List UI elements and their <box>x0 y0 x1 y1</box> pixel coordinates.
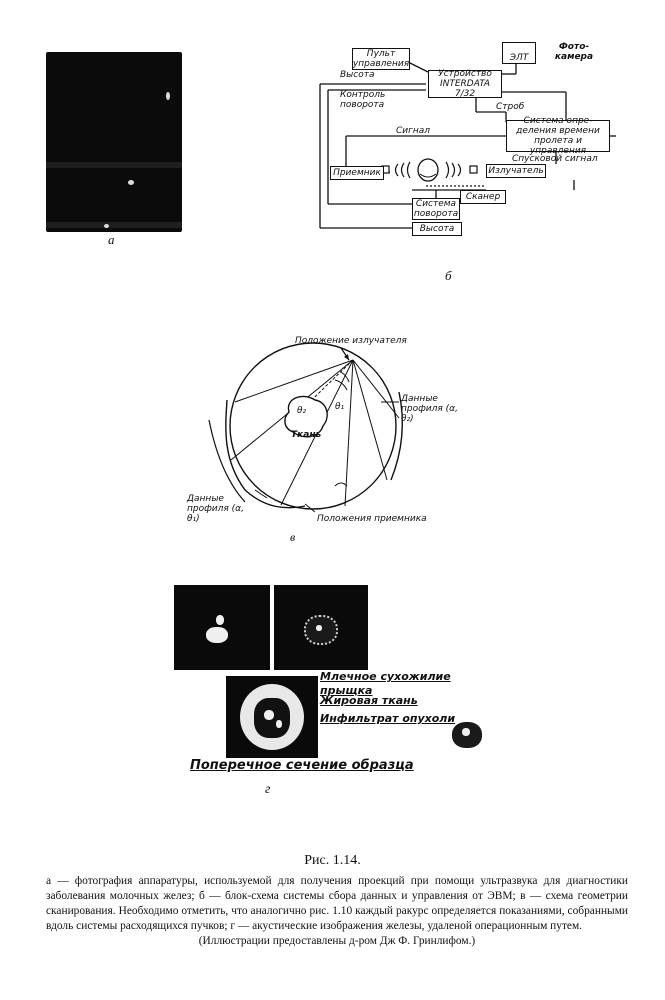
figure-title: Рис. 1.14. <box>304 853 361 868</box>
cross-section-label: Поперечное сечение образца <box>190 758 414 773</box>
receiver-block: Приемник <box>330 166 384 180</box>
photograph-apparatus <box>46 52 182 232</box>
scan-geometry-diagram: Положение излучателя Данные профиля (α, … <box>185 330 485 540</box>
photo-highlight <box>104 224 109 228</box>
crt-block: ЭЛТ <box>502 42 536 64</box>
specimen-contour <box>419 173 437 178</box>
console-label: Пульт управления <box>352 49 410 69</box>
rotation-label: Система поворота <box>413 199 459 219</box>
trigger-label: Спусковой сигнал <box>512 154 598 164</box>
height-signal-label: Высота <box>340 70 375 80</box>
image-spot <box>216 615 224 625</box>
breast-specimen <box>417 158 439 182</box>
duct-label-2: прыщка <box>320 684 373 697</box>
acoustic-image-cross-section <box>226 676 318 758</box>
panel-letter-a: а <box>108 232 115 247</box>
panel-letter-v: в <box>290 530 296 544</box>
duct-label: Млечное сухожилие <box>320 670 451 683</box>
receiver-positions-label: Положения приемника <box>317 514 427 524</box>
photo-strip <box>46 222 182 228</box>
emitter-transducer <box>469 165 478 174</box>
image-spot <box>264 710 274 720</box>
timing-label: Система опре-деления времени пролета и у… <box>516 116 600 156</box>
profile-theta1-label: Данные профиля (α, θ₁) <box>187 494 244 524</box>
profile-theta2-label: Данные профиля (α, θ₂) <box>401 394 458 424</box>
timing-block: Система опре-деления времени пролета и у… <box>506 116 610 156</box>
caption-credit: (Иллюстрации предоставлены д-ром Дж Ф. Г… <box>198 935 476 947</box>
acoustic-image-1 <box>174 585 270 670</box>
image-spot <box>316 625 322 631</box>
device-block: Устройство INTERDATA 7/32 <box>428 69 502 99</box>
figure-caption: а — фотография аппаратуры, используемой … <box>46 874 628 949</box>
tissue-label: Ткань <box>291 430 322 440</box>
receiver-label: Приемник <box>333 168 381 178</box>
theta2-label: θ₂ <box>297 406 307 416</box>
rotation-block: Система поворота <box>412 198 460 220</box>
emitter-position-label: Положение излучателя <box>295 336 407 346</box>
scanner-label: Сканер <box>465 192 501 202</box>
tissue-region <box>284 395 328 438</box>
emitter-label: Излучатель <box>488 166 544 176</box>
photo-strip <box>46 162 182 168</box>
acoustic-image-2 <box>274 585 368 670</box>
image-spot <box>276 720 282 728</box>
scan-geometry-svg <box>208 342 403 513</box>
emitter-block: Излучатель <box>486 164 546 178</box>
caption-text: а — фотография аппаратуры, используемой … <box>46 875 628 932</box>
height-label: Высота <box>419 224 455 234</box>
image-ring <box>304 615 338 645</box>
image-spot <box>462 728 470 736</box>
wave-arcs <box>394 161 462 179</box>
crt-label: ЭЛТ <box>509 53 529 63</box>
photo-highlight <box>166 92 170 100</box>
console-block: Пульт управления <box>352 48 410 70</box>
camera-label: Фото-камера <box>554 42 594 62</box>
strobe-label: Строб <box>496 102 525 112</box>
scan-circle <box>229 342 397 510</box>
theta1-label: θ₁ <box>335 402 345 412</box>
fat-tissue-label: Жировая ткань <box>320 694 418 707</box>
height-block: Высота <box>412 222 462 236</box>
photo-highlight <box>128 180 134 185</box>
scanner-block: Сканер <box>460 190 506 204</box>
device-label: Устройство INTERDATA 7/32 <box>438 69 492 99</box>
signal-label: Сигнал <box>396 126 431 136</box>
acoustic-image-fragment <box>448 712 488 752</box>
panel-letter-g: г <box>265 782 271 797</box>
infiltrate-label: Инфильтрат опухоли <box>320 712 456 725</box>
rotation-control-label: Контроль поворота <box>340 90 386 110</box>
block-diagram: Пульт управления Устройство INTERDATA 7/… <box>316 40 616 248</box>
panel-letter-b: б <box>445 268 452 283</box>
image-spot <box>206 627 228 643</box>
